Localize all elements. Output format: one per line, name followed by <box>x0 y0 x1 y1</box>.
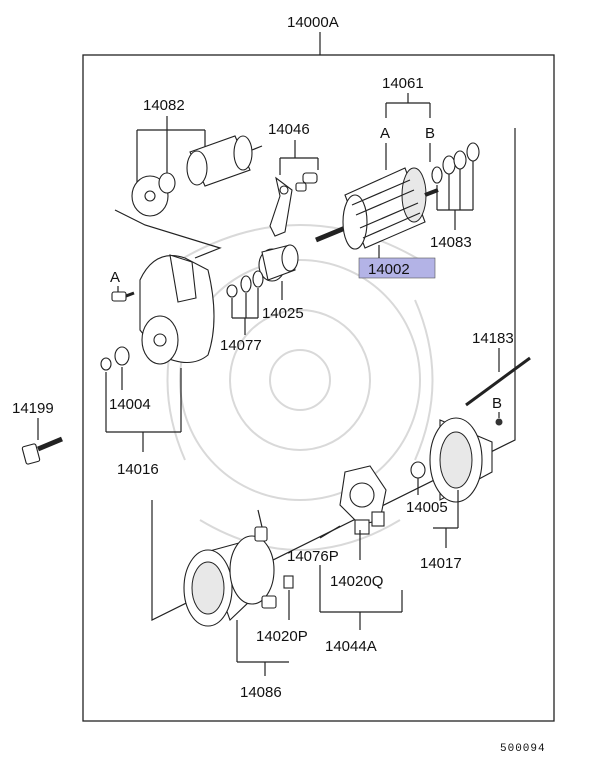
brush-p-part <box>283 575 294 589</box>
label-screw-b[interactable]: B <box>492 395 502 412</box>
yoke-part <box>183 509 277 627</box>
label-14025[interactable]: 14025 <box>262 305 304 322</box>
label-14199[interactable]: 14199 <box>12 400 54 417</box>
label-14183[interactable]: 14183 <box>472 330 514 347</box>
screw-b-part <box>495 418 503 426</box>
armature-part <box>315 167 439 250</box>
label-14016[interactable]: 14016 <box>117 461 159 478</box>
rear-bushing-part <box>410 461 426 479</box>
front-bracket-part <box>139 254 215 365</box>
mount-bolt-part <box>21 436 63 465</box>
label-14082[interactable]: 14082 <box>143 97 185 114</box>
label-option-a[interactable]: A <box>380 125 390 142</box>
through-bolt-part <box>465 356 531 407</box>
brush-holder-part <box>339 465 387 535</box>
label-14083[interactable]: 14083 <box>430 234 472 251</box>
label-14020Q[interactable]: 14020Q <box>330 573 383 590</box>
solenoid-part <box>131 135 263 217</box>
label-14076P[interactable]: 14076P <box>287 548 339 565</box>
lever-part <box>269 172 318 237</box>
clutch-part <box>258 244 299 282</box>
armature-highlight <box>358 257 436 279</box>
label-14020P[interactable]: 14020P <box>256 628 308 645</box>
label-14061[interactable]: 14061 <box>382 75 424 92</box>
watermark-emblem <box>166 224 434 551</box>
label-option-b[interactable]: B <box>425 125 435 142</box>
rear-bracket-part <box>429 417 493 503</box>
label-14000A[interactable]: 14000A <box>287 14 339 31</box>
label-14017[interactable]: 14017 <box>420 555 462 572</box>
label-14046[interactable]: 14046 <box>268 121 310 138</box>
label-bolt-a[interactable]: A <box>110 269 120 286</box>
label-14077[interactable]: 14077 <box>220 337 262 354</box>
label-14086[interactable]: 14086 <box>240 684 282 701</box>
diagram-code: 500094 <box>500 743 546 755</box>
label-14044A[interactable]: 14044A <box>325 638 377 655</box>
washers-part <box>431 142 480 184</box>
stop-rings-part <box>226 270 264 298</box>
label-14004[interactable]: 14004 <box>109 396 151 413</box>
bolt-a-part <box>111 291 135 302</box>
label-14005[interactable]: 14005 <box>406 499 448 516</box>
label-14002[interactable]: 14002 <box>368 261 410 278</box>
assembly-frame <box>82 54 555 722</box>
front-bushing-part <box>100 346 130 371</box>
